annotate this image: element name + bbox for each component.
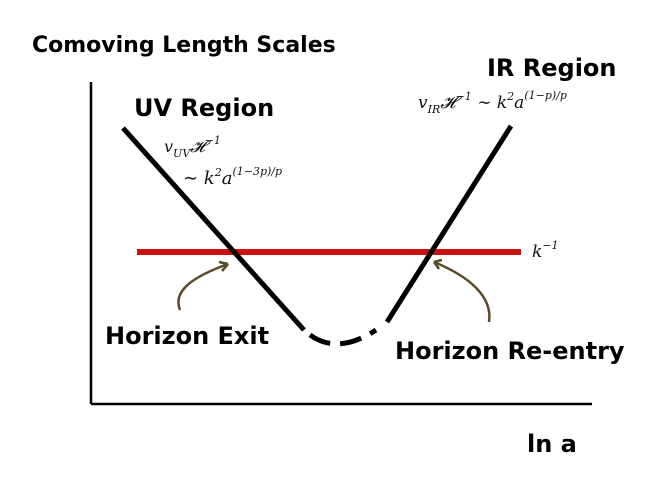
uv-formula-line2: ∼ k2a(1−3p)/p bbox=[183, 165, 282, 189]
uv-region-label: UV Region bbox=[134, 94, 274, 122]
ir-region-label: IR Region bbox=[487, 54, 617, 82]
diagram-title: Comoving Length Scales bbox=[32, 33, 336, 58]
horizon-reentry-arrow bbox=[433, 260, 491, 323]
uv-formula-line1: vUV𝓗−1 bbox=[164, 134, 221, 160]
dashed-bottom-curve bbox=[308, 327, 378, 347]
ir-formula: vIR𝓗−1 ∼ k2a(1−p)/p bbox=[418, 89, 567, 116]
horizon-exit-arrow bbox=[177, 262, 229, 311]
horizon-line-label: k−1 bbox=[532, 239, 559, 262]
ir-branch-curve bbox=[384, 124, 514, 324]
uv-branch-curve bbox=[121, 126, 306, 332]
horizon-exit-label: Horizon Exit bbox=[105, 322, 269, 350]
x-axis-label: ln a bbox=[527, 430, 577, 458]
horizon-exit-arrowhead bbox=[218, 260, 229, 272]
horizon-reentry-arrowhead bbox=[432, 258, 443, 270]
horizon-reentry-label: Horizon Re-entry bbox=[395, 337, 625, 365]
